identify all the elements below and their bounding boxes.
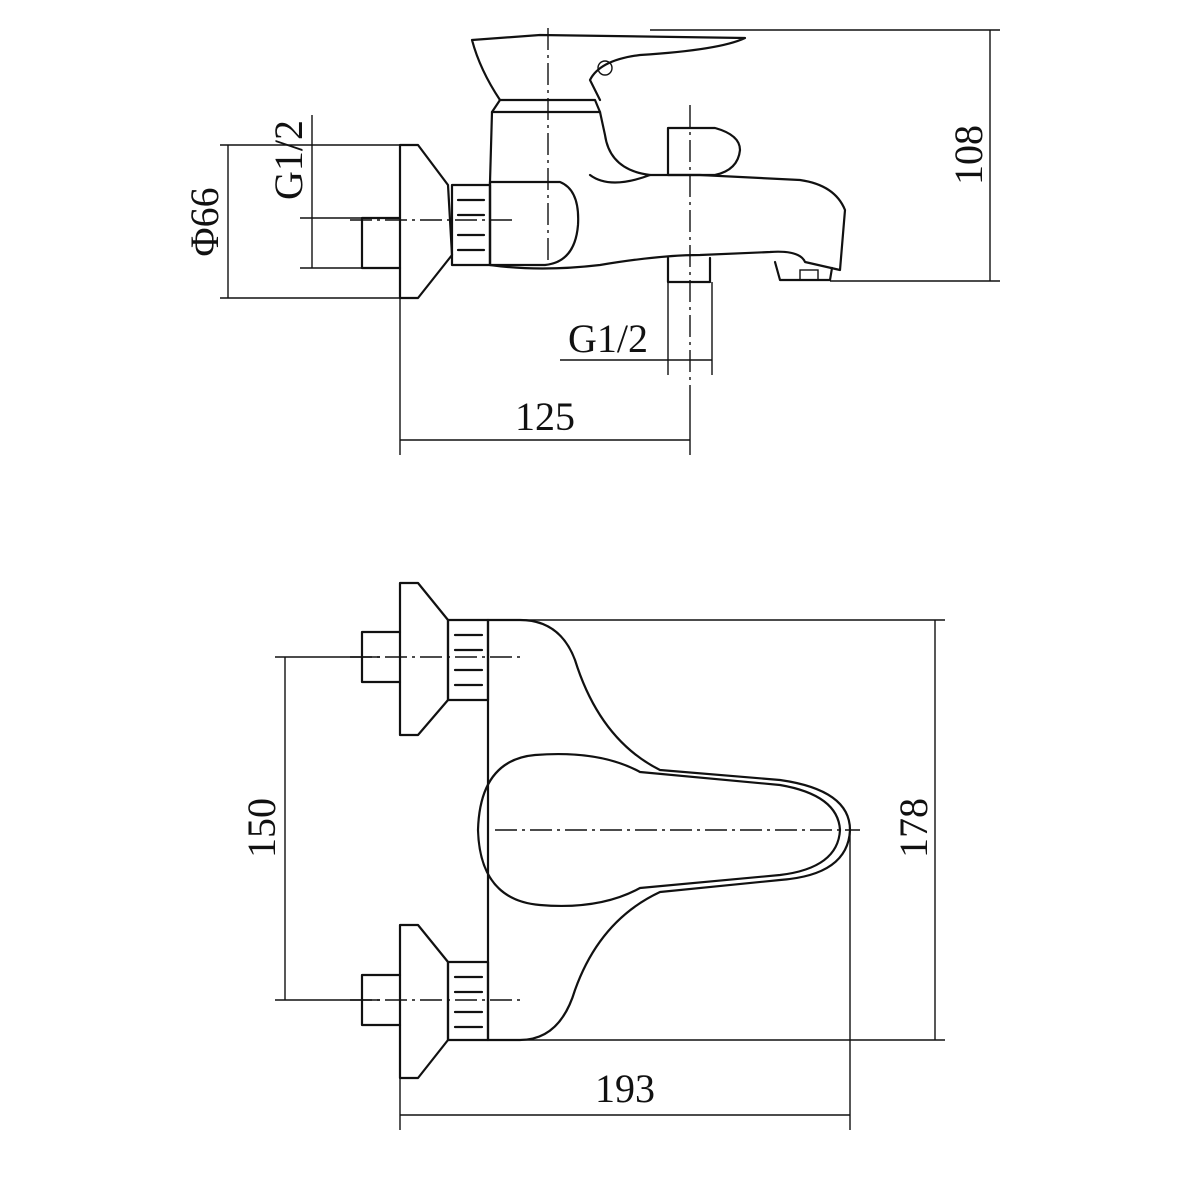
front-lever (476, 752, 842, 908)
front-bottom-flange (398, 923, 450, 1080)
front-bottom-hex-nut (446, 960, 490, 1042)
front-view: 150 178 193 (239, 581, 945, 1130)
side-inlet-stub (360, 216, 402, 270)
side-cartridge-housing (488, 110, 652, 184)
side-handle-pin (597, 60, 613, 76)
side-hex-nut (450, 183, 492, 267)
side-wall-flange (398, 143, 454, 300)
side-mixer-body (488, 180, 580, 267)
side-body-outline (488, 173, 847, 272)
dim-193-label: 193 (595, 1066, 655, 1111)
dim-108-label: 108 (946, 125, 991, 185)
dim-g12-inlet-label: G1/2 (266, 120, 311, 200)
dim-150-label: 150 (239, 798, 284, 858)
dim-g12-outlet-label: G1/2 (568, 316, 648, 361)
side-diverter-knob (666, 126, 742, 177)
side-aerator (799, 269, 819, 281)
dim-178-label: 178 (891, 798, 936, 858)
side-view: 125 108 Φ66 G1/2 G1/2 (182, 28, 1000, 455)
dim-phi66-label: Φ66 (182, 187, 227, 256)
front-bottom-inlet-stub (360, 973, 402, 1027)
dim-125-label: 125 (515, 394, 575, 439)
front-top-inlet-stub (360, 630, 402, 684)
side-outlet-stub (666, 256, 712, 284)
side-lever-handle (470, 33, 747, 102)
front-top-hex-nut (446, 618, 490, 702)
side-spout-tip (773, 260, 834, 282)
side-cartridge-inner (490, 98, 602, 114)
front-top-flange (398, 581, 450, 737)
